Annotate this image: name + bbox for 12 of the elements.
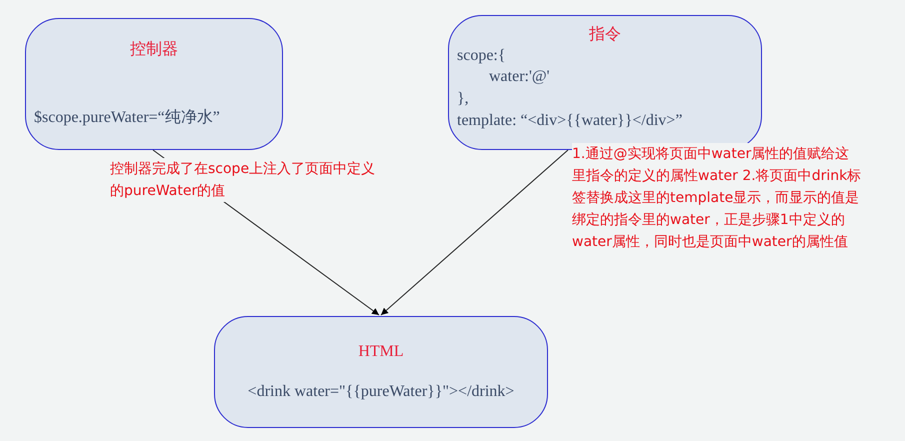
code-line: $scope.pureWater=“纯净水”	[34, 108, 220, 128]
code-line: },	[457, 90, 469, 108]
code-line: water:'@'	[489, 68, 550, 86]
rounded-box	[214, 316, 548, 428]
code-line: scope:{	[457, 47, 506, 65]
code-line: <drink water="{{pureWater}}"></drink>	[246, 383, 516, 401]
arrow	[380, 150, 568, 316]
box-title: 控制器	[129, 40, 179, 60]
box-title: HTML	[357, 343, 405, 361]
rounded-box	[25, 18, 283, 150]
box-title: 指令	[588, 25, 622, 45]
code-line: template: “<div>{{water}}</div>”	[457, 112, 682, 130]
